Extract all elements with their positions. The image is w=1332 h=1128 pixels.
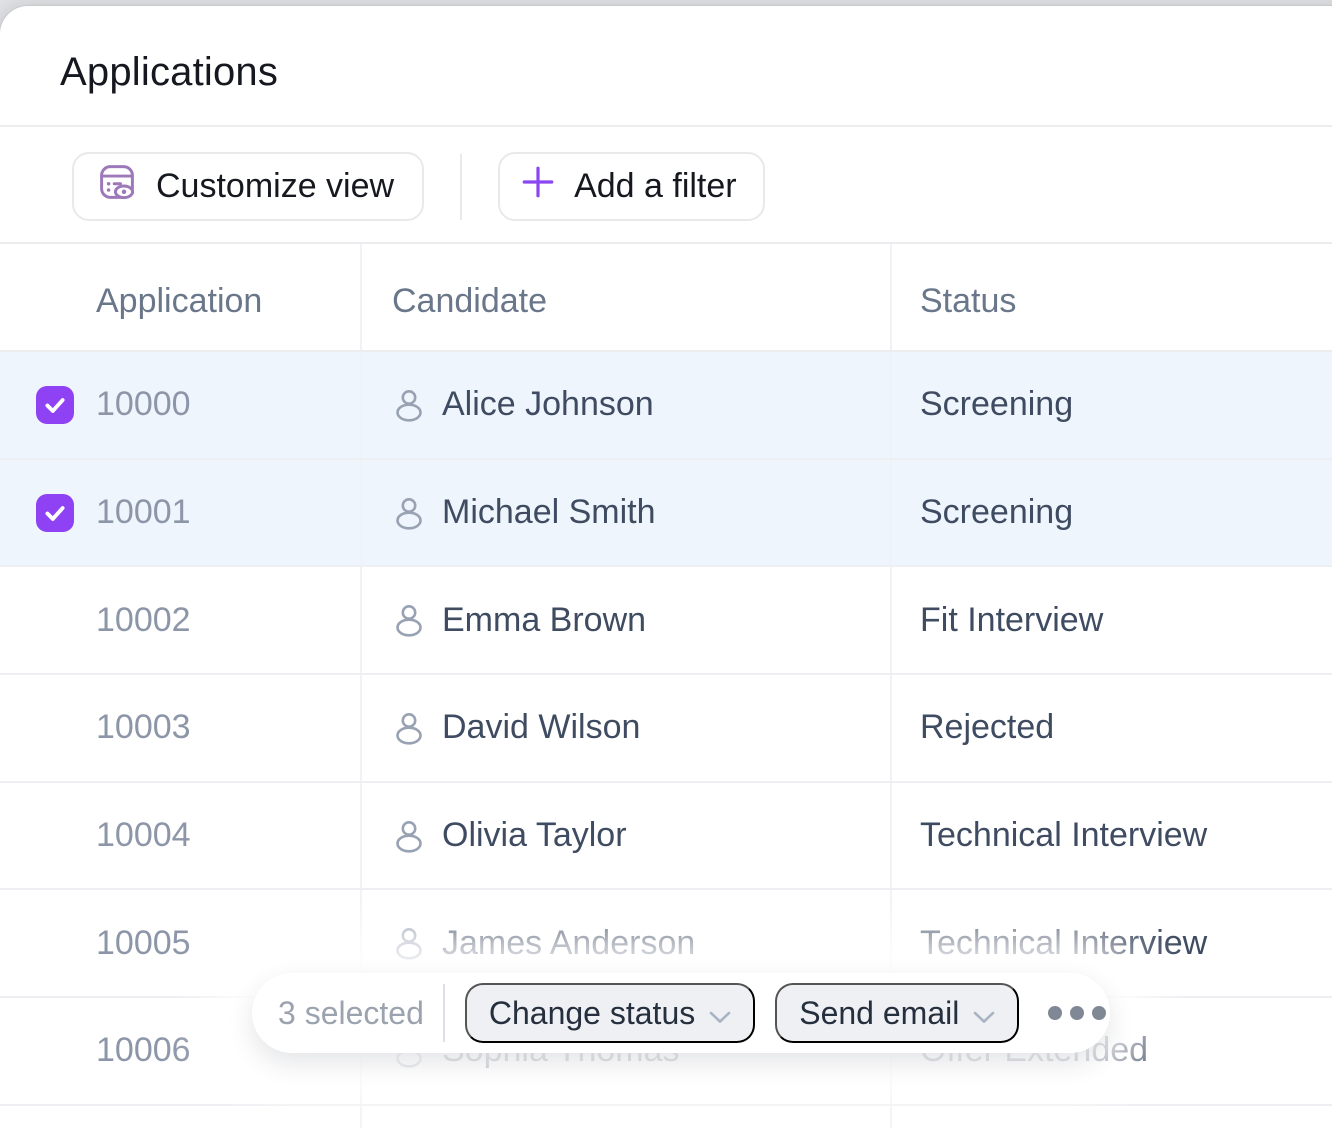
customize-view-button[interactable]: Customize view — [72, 152, 425, 221]
application-id: 10006 — [96, 1031, 191, 1070]
plus-icon — [520, 164, 556, 209]
application-id: 10002 — [96, 600, 191, 639]
row-checkbox[interactable] — [36, 385, 74, 424]
table-row[interactable]: 10004 Olivia Taylor Technical Interview — [0, 782, 1332, 891]
add-filter-button[interactable]: Add a filter — [498, 152, 765, 221]
status-value: Technical Interview — [920, 816, 1208, 855]
row-checkbox[interactable] — [36, 493, 74, 532]
person-icon — [392, 926, 426, 960]
table-row[interactable] — [0, 1105, 1332, 1128]
candidate-name: Emma Brown — [442, 600, 647, 639]
change-status-label: Change status — [488, 994, 696, 1031]
chevron-down-icon — [709, 995, 731, 1032]
table-header: Application Candidate Status — [0, 244, 1332, 352]
table-row[interactable]: 10002 Emma Brown Fit Interview — [0, 567, 1332, 676]
application-id: 10004 — [96, 816, 191, 855]
column-header-candidate: Candidate — [360, 244, 890, 350]
title-bar: Applications — [0, 6, 1332, 127]
customize-view-icon — [96, 161, 138, 212]
add-filter-label: Add a filter — [574, 167, 737, 205]
table-row[interactable]: 10001 Michael Smith Screening — [0, 459, 1332, 568]
person-icon — [392, 388, 426, 422]
more-options-icon[interactable] — [1048, 1006, 1107, 1020]
application-id: 10000 — [96, 385, 191, 424]
chevron-down-icon — [973, 995, 995, 1032]
candidate-name: Michael Smith — [442, 493, 656, 532]
action-bar-divider — [442, 984, 445, 1042]
candidate-name: Olivia Taylor — [442, 816, 627, 855]
candidate-name: James Anderson — [442, 923, 696, 962]
bulk-action-bar: 3 selected Change status Send email — [252, 973, 1110, 1053]
send-email-button[interactable]: Send email — [775, 983, 1020, 1043]
send-email-label: Send email — [799, 994, 960, 1031]
person-icon — [392, 496, 426, 530]
column-header-application: Application — [96, 281, 263, 320]
application-id: 10001 — [96, 493, 191, 532]
toolbar-divider — [460, 153, 463, 220]
table-row[interactable]: 10003 David Wilson Rejected — [0, 675, 1332, 783]
applications-panel: Applications Customize view — [0, 6, 1332, 1128]
toolbar: Customize view Add a filter — [0, 127, 1332, 244]
person-icon — [392, 603, 426, 637]
application-id: 10005 — [96, 923, 191, 962]
person-icon — [392, 819, 426, 853]
status-value: Fit Interview — [920, 600, 1104, 639]
selected-count: 3 selected — [278, 994, 424, 1031]
candidate-name: David Wilson — [442, 708, 641, 747]
status-value: Technical Interview — [920, 923, 1208, 962]
customize-view-label: Customize view — [156, 167, 395, 205]
change-status-button[interactable]: Change status — [464, 983, 756, 1043]
column-header-status: Status — [890, 244, 1332, 350]
table-row[interactable]: 10000 Alice Johnson Screening — [0, 352, 1332, 460]
status-value: Screening — [920, 385, 1074, 424]
status-value: Rejected — [920, 708, 1055, 747]
candidate-name: Alice Johnson — [442, 385, 654, 424]
page-title: Applications — [60, 50, 279, 94]
person-icon — [392, 711, 426, 745]
application-id: 10003 — [96, 708, 191, 747]
status-value: Screening — [920, 493, 1074, 532]
